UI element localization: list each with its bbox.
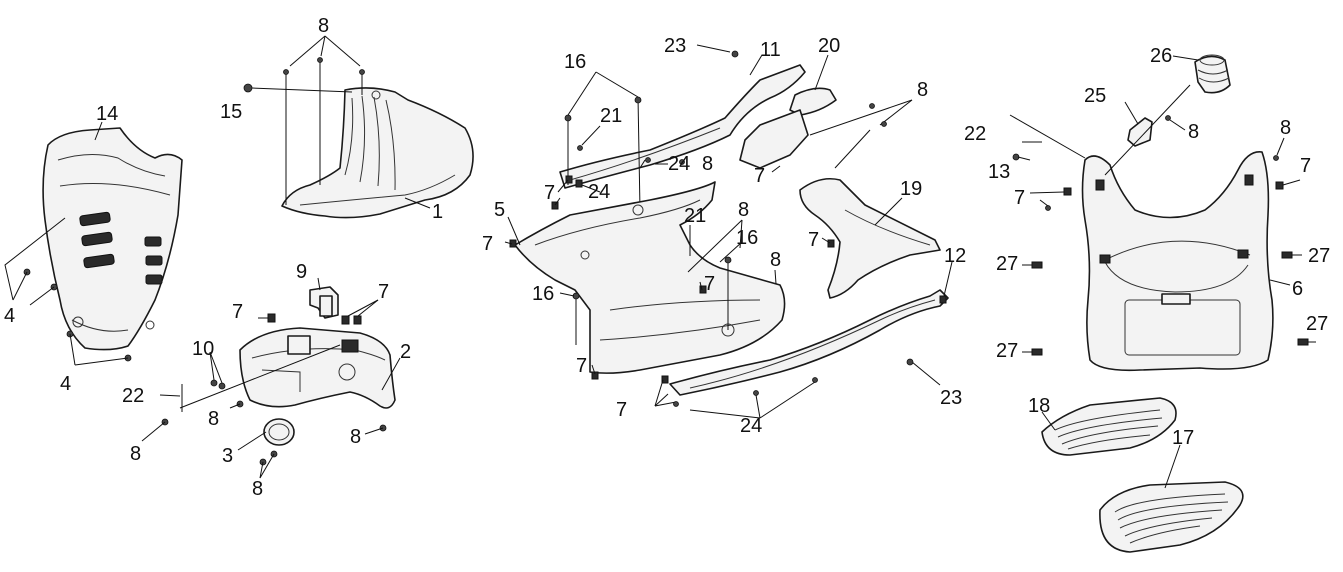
callout-11: 11 — [760, 39, 781, 61]
callout-18: 18 — [1028, 395, 1050, 417]
leaders-part-1 — [251, 35, 431, 209]
callout-19: 19 — [900, 178, 922, 200]
callout-5: 5 — [494, 199, 505, 221]
callout-8: 8 — [208, 408, 219, 430]
callout-7: 7 — [704, 273, 715, 295]
callout-7: 7 — [544, 182, 555, 204]
callout-26: 26 — [1150, 45, 1172, 67]
callout-4: 4 — [4, 305, 15, 327]
leaders-mats — [1041, 411, 1181, 489]
callout-8: 8 — [770, 249, 781, 271]
callout-7: 7 — [232, 301, 243, 323]
callout-9: 9 — [296, 261, 307, 283]
callout-12: 12 — [944, 245, 966, 267]
part-26-grommet — [1194, 54, 1231, 94]
callout-8: 8 — [702, 153, 713, 175]
callout-7: 7 — [378, 281, 389, 303]
callout-27: 27 — [996, 340, 1018, 362]
callout-7: 7 — [754, 165, 765, 187]
callout-7: 7 — [808, 229, 819, 251]
callout-27: 27 — [996, 253, 1018, 275]
callout-24: 24 — [588, 181, 610, 203]
callout-23: 23 — [664, 35, 686, 57]
callout-7: 7 — [616, 399, 627, 421]
part-1-screws — [243, 57, 365, 205]
callout-3: 3 — [222, 445, 233, 467]
callout-21: 21 — [684, 205, 706, 227]
part-2-lower-cover — [239, 327, 396, 409]
callout-23: 23 — [940, 387, 962, 409]
part-17-floor-mat — [1099, 481, 1244, 553]
part-1-inner-panel — [281, 87, 474, 219]
callout-15: 15 — [220, 101, 242, 123]
leaders-part-6 — [1009, 55, 1316, 353]
leaders-top-center — [564, 44, 913, 211]
callout-22: 22 — [964, 123, 986, 145]
callout-8: 8 — [318, 15, 329, 37]
callout-8: 8 — [130, 443, 141, 465]
part-20-bracket — [739, 87, 837, 169]
callout-6: 6 — [1292, 278, 1303, 300]
leaders-part-14 — [4, 121, 129, 366]
leaders-part-2 — [141, 277, 401, 479]
part-19-side-cover — [799, 177, 941, 299]
callout-4: 4 — [60, 373, 71, 395]
leaders-part-12 — [654, 261, 953, 419]
callout-24: 24 — [668, 153, 690, 175]
callout-24: 24 — [740, 415, 762, 437]
callout-2: 2 — [400, 341, 411, 363]
callout-8: 8 — [1188, 121, 1199, 143]
callout-7: 7 — [576, 355, 587, 377]
callout-7: 7 — [1300, 155, 1311, 177]
part-25-clip — [1127, 117, 1153, 147]
part-18-floor-mat — [1041, 397, 1177, 456]
callout-8: 8 — [252, 478, 263, 500]
callout-16: 16 — [736, 227, 758, 249]
callout-7: 7 — [1014, 187, 1025, 209]
callout-21: 21 — [600, 105, 622, 127]
callout-14: 14 — [96, 103, 118, 125]
callout-25: 25 — [1084, 85, 1106, 107]
callout-7: 7 — [482, 233, 493, 255]
callout-13: 13 — [988, 161, 1010, 183]
callout-16: 16 — [564, 51, 586, 73]
callout-10: 10 — [192, 338, 214, 360]
callout-8: 8 — [917, 79, 928, 101]
callout-22: 22 — [122, 385, 144, 407]
part-14-front-inner-cover — [42, 127, 183, 351]
callout-8: 8 — [350, 426, 361, 448]
leaders-part-5 — [504, 179, 777, 375]
callout-1: 1 — [432, 201, 443, 223]
part-9-bracket — [309, 286, 339, 319]
callout-8: 8 — [738, 199, 749, 221]
callout-20: 20 — [818, 35, 840, 57]
leaders-part-19 — [821, 197, 903, 244]
part-3-cap — [263, 418, 295, 446]
callout-8: 8 — [1280, 117, 1291, 139]
callout-27: 27 — [1306, 313, 1328, 335]
part-6-rear-inner-cover — [1081, 151, 1274, 372]
part-12-side-rail — [669, 289, 949, 396]
callout-27: 27 — [1308, 245, 1330, 267]
part-11-side-rail — [559, 64, 806, 189]
callout-17: 17 — [1172, 427, 1194, 449]
callout-16: 16 — [532, 283, 554, 305]
